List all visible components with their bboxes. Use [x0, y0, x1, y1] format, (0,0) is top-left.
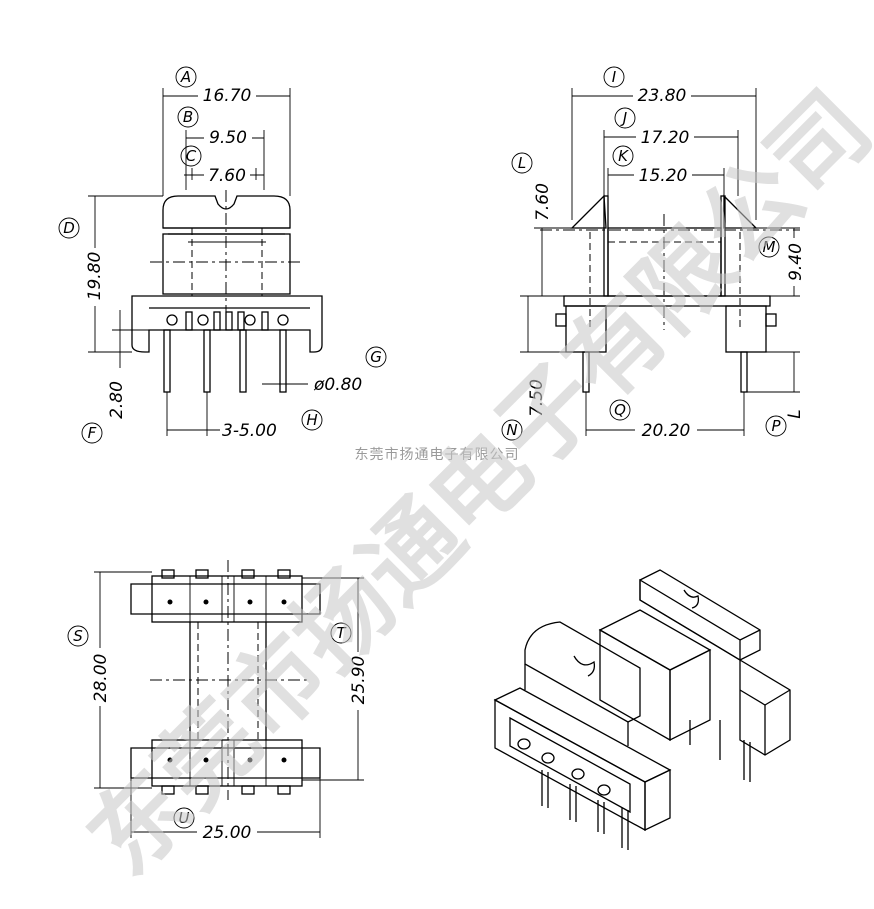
- side-view: I J K L M N Q P 23.80 17.20 15.20 7.60 9…: [501, 66, 806, 441]
- circle-label-t: [330, 622, 352, 644]
- dim-value-b: 9.50: [209, 128, 247, 148]
- dim-value-p: L: [785, 409, 805, 418]
- circle-label-k: [612, 145, 634, 167]
- label-k: K: [618, 147, 629, 165]
- dim-value-h: 3-5.00: [222, 421, 277, 441]
- dim-value-s: 28.00: [91, 654, 111, 703]
- circle-label-b: [177, 106, 199, 128]
- dim-value-g: ø0.80: [313, 375, 362, 395]
- label-c: C: [186, 147, 197, 165]
- dim-value-i: 23.80: [638, 86, 687, 106]
- dim-value-a: 16.70: [203, 86, 252, 106]
- dim-value-l: 7.60: [533, 183, 553, 221]
- circle-label-q: [609, 399, 631, 421]
- label-i: I: [612, 68, 617, 86]
- dim-value-f: 2.80: [107, 381, 127, 419]
- isometric-view: [493, 569, 791, 850]
- circle-label-p: [765, 415, 787, 437]
- label-j: J: [620, 109, 627, 127]
- circle-label-a: [175, 66, 197, 88]
- company-caption: 东莞市扬通电子有限公司: [355, 446, 520, 463]
- dim-value-d: 19.80: [85, 252, 105, 301]
- label-a: A: [180, 68, 191, 86]
- label-s: S: [73, 627, 83, 645]
- bottom-view: S T U 28.00 25.90 25.00: [67, 560, 369, 843]
- circle-label-i: [603, 66, 625, 88]
- circle-label-u: [173, 807, 195, 829]
- dim-value-m: 9.40: [786, 243, 806, 281]
- label-b: B: [183, 108, 193, 126]
- circle-label-d: [58, 217, 80, 239]
- circle-label-c: [180, 145, 202, 167]
- circle-label-l: [511, 152, 533, 174]
- dim-value-j: 17.20: [641, 128, 690, 148]
- dim-value-n: 7.50: [527, 379, 547, 417]
- circle-label-m: [758, 236, 780, 258]
- dim-value-c: 7.60: [208, 166, 246, 186]
- circle-label-h: [301, 409, 323, 431]
- label-g: G: [370, 348, 382, 366]
- front-pins: [517, 738, 629, 850]
- label-m: M: [763, 238, 776, 256]
- label-d: D: [63, 219, 75, 237]
- circle-label-s: [67, 625, 89, 647]
- dim-value-k: 15.20: [639, 166, 688, 186]
- dim-value-u: 25.00: [203, 823, 252, 843]
- label-p: P: [771, 417, 781, 435]
- watermark: 东莞市扬通电子有限公司: [67, 70, 874, 896]
- circle-label-g: [365, 346, 387, 368]
- circle-label-j: [614, 107, 636, 129]
- dim-value-q: 20.20: [642, 421, 691, 441]
- label-f: F: [88, 424, 97, 442]
- label-q: Q: [614, 401, 626, 419]
- circle-label-f: [81, 422, 103, 444]
- label-u: U: [179, 809, 190, 827]
- circle-label-n: [501, 419, 523, 441]
- label-l: L: [518, 154, 526, 172]
- label-t: T: [336, 624, 347, 642]
- dim-value-t: 25.90: [349, 656, 369, 705]
- label-n: N: [506, 421, 517, 439]
- front-view: A B C D F G H 16.70 9.50 7.60 19.80 2.80…: [58, 66, 387, 444]
- label-h: H: [306, 411, 317, 429]
